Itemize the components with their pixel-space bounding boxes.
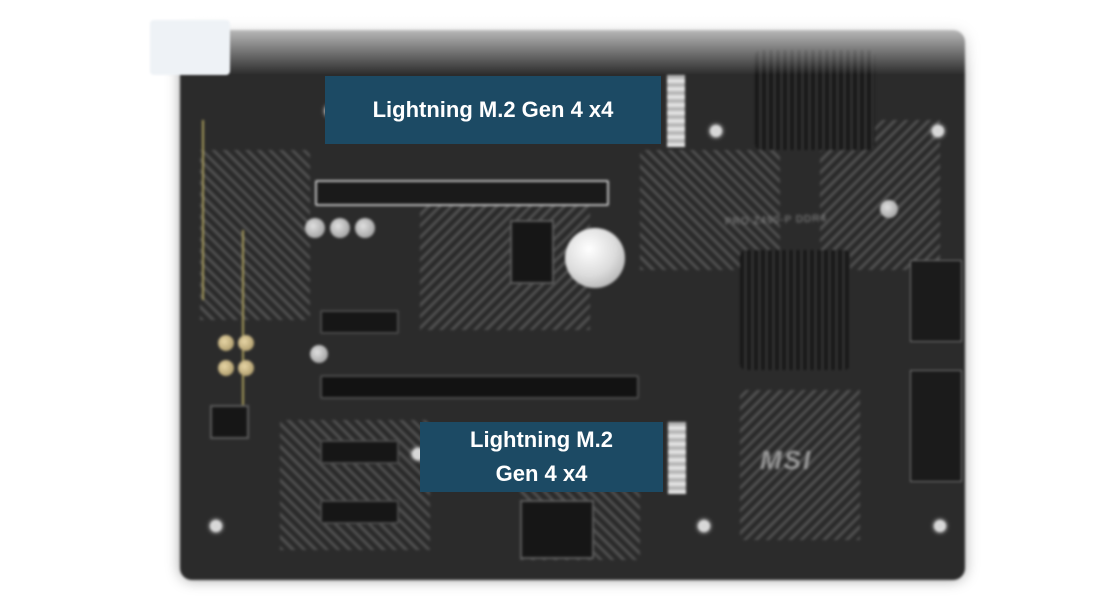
mount-hole xyxy=(932,125,944,137)
mount-hole xyxy=(210,520,222,532)
silkscreen-pattern xyxy=(740,390,860,540)
audio-chip xyxy=(210,405,249,439)
pcie-x1-slot xyxy=(320,500,399,524)
capacitor xyxy=(305,218,325,238)
connector-block xyxy=(910,260,962,342)
callout-text: Lightning M.2 Gen 4 x4 xyxy=(372,97,614,122)
callout-text-line2: Gen 4 x4 xyxy=(495,461,588,486)
mount-hole xyxy=(698,520,710,532)
top-fade xyxy=(150,0,1000,75)
cmos-battery xyxy=(565,228,625,288)
pcie-x16-slot xyxy=(315,180,609,206)
capacitor xyxy=(238,360,254,376)
pcie-x1-slot xyxy=(320,440,399,464)
mount-hole xyxy=(934,520,946,532)
mount-hole xyxy=(710,125,722,137)
model-print: PRO Z490-P DDR4 xyxy=(724,213,828,228)
capacitor xyxy=(355,218,375,238)
capacitor xyxy=(218,360,234,376)
capacitor xyxy=(218,335,234,351)
board-trace xyxy=(202,120,204,300)
callout-m2-bottom: Lightning M.2 Gen 4 x4 xyxy=(420,422,663,492)
capacitor xyxy=(330,218,350,238)
io-chip xyxy=(520,500,594,559)
capacitor xyxy=(238,335,254,351)
m2-socket xyxy=(667,75,685,147)
callout-m2-top: Lightning M.2 Gen 4 x4 xyxy=(325,76,661,144)
silkscreen-pattern xyxy=(200,150,310,320)
chipset-heatsink xyxy=(740,250,850,370)
pcie-x16-slot xyxy=(320,375,639,399)
sata-ports xyxy=(910,370,962,482)
board-trace xyxy=(242,230,244,420)
silkscreen-pattern xyxy=(420,200,590,330)
brand-logo: MSI xyxy=(760,445,813,475)
capacitor xyxy=(880,200,898,218)
callout-text-line1: Lightning M.2 xyxy=(470,427,613,452)
pcie-x1-slot xyxy=(320,310,399,334)
small-connector xyxy=(510,220,554,284)
capacitor xyxy=(310,345,328,363)
m2-socket xyxy=(668,422,686,494)
top-connector xyxy=(150,20,230,75)
